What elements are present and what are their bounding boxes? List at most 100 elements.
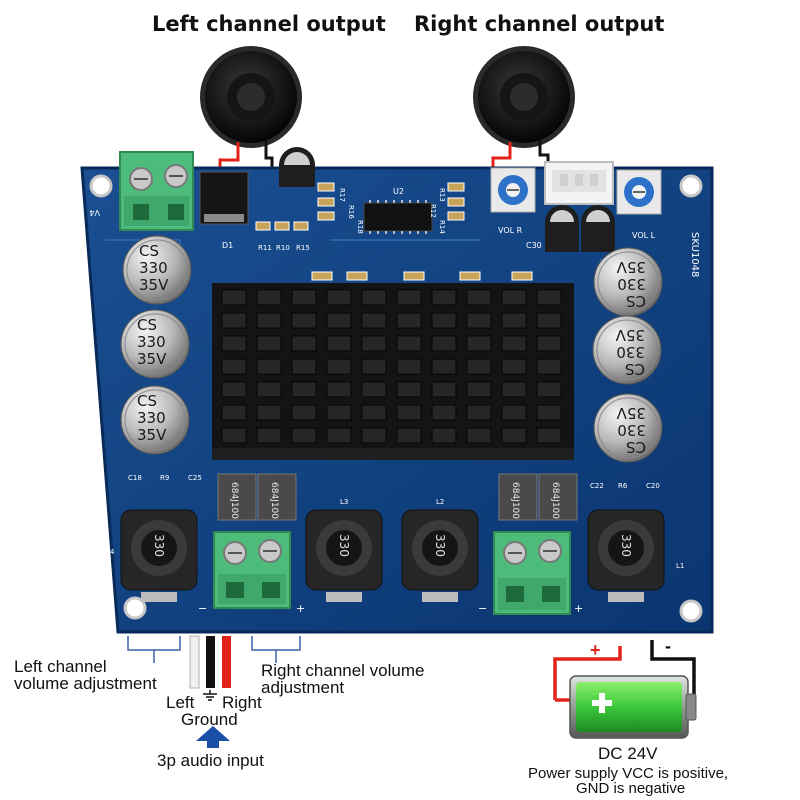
wire-plus-label: + — [590, 640, 601, 660]
heatsink-fin — [536, 404, 562, 421]
film-capacitors — [217, 473, 578, 521]
heatsink-fin — [396, 381, 422, 398]
inductor-label-l2: L2 — [436, 498, 444, 506]
heatsink-fin — [466, 312, 492, 329]
heatsink-fin — [431, 289, 457, 306]
capacitor-text: 35V — [616, 404, 646, 422]
right-output-terminal — [493, 531, 571, 615]
inductors: 330 330 330 330 — [120, 509, 665, 602]
inductor: 330 — [587, 509, 665, 602]
film-cap-label-3: 684J100 — [510, 482, 520, 519]
heatsink-fin — [256, 381, 282, 398]
capacitor-text: 330 — [616, 343, 645, 361]
heatsink-fin — [536, 427, 562, 444]
res-label-r11: R11 — [258, 244, 272, 252]
heatsink-fin — [536, 312, 562, 329]
right-terminal-minus: − — [478, 602, 487, 615]
res-label-r16: R16 — [347, 205, 355, 219]
heatsink-fin — [501, 289, 527, 306]
left-volume-bracket — [127, 636, 181, 663]
heatsink-fin — [431, 427, 457, 444]
res-label-c18: C18 — [128, 474, 142, 482]
res-label-r10: R10 — [276, 244, 290, 252]
heatsink-fin — [256, 404, 282, 421]
left-output-terminal — [213, 531, 291, 609]
res-label-r14: R14 — [438, 220, 446, 234]
capacitor-text: 330 — [139, 259, 168, 277]
heatsink-fin — [501, 404, 527, 421]
heatsink-fin — [221, 312, 247, 329]
left-speaker-icon — [200, 46, 302, 148]
heatsink-fin — [396, 404, 422, 421]
inductor-text: 330 — [337, 534, 351, 557]
heatsink-fin — [431, 312, 457, 329]
c30-label: C30 — [526, 241, 542, 250]
power-note-line1: Power supply VCC is positive, — [528, 765, 729, 782]
inductor-text: 330 — [619, 534, 633, 557]
heatsink-fin — [466, 358, 492, 375]
right-channel-title: Right channel output — [414, 12, 665, 36]
capacitor-text: CS — [137, 392, 157, 410]
power-terminal — [119, 151, 194, 231]
smd-resistors-top — [255, 182, 533, 281]
vol-r-label: VOL R — [498, 226, 523, 235]
heatsink-fin — [361, 335, 387, 352]
capacitor-text: 35V — [615, 326, 645, 344]
res-label-r9: R9 — [160, 474, 169, 482]
power-note-line2: GND is negative — [576, 780, 686, 797]
left-volume-label-line2: volume adjustment — [14, 674, 157, 693]
heatsink-fin — [431, 404, 457, 421]
capacitor-text: CS — [625, 360, 645, 378]
heatsink-fin — [291, 312, 317, 329]
heatsink-fin — [326, 427, 352, 444]
inductor: 330 — [305, 509, 383, 602]
capacitor-text: 35V — [616, 258, 646, 276]
heatsink-fin — [466, 289, 492, 306]
res-label-r12: R12 — [429, 204, 437, 218]
res-label-r18: R18 — [356, 220, 364, 234]
inductor-label-l1: L1 — [676, 562, 684, 570]
heatsink-fin — [326, 335, 352, 352]
heatsink-fin — [396, 312, 422, 329]
heatsink-fin — [396, 427, 422, 444]
inductor: 330 — [120, 509, 198, 602]
input-arrow-icon — [196, 726, 230, 748]
right-volume-label-line1: Right channel volume — [261, 661, 425, 680]
sku-label: SKU1048 — [689, 232, 700, 277]
heatsink-fin — [501, 358, 527, 375]
heatsink-fin — [256, 289, 282, 306]
left-volume-label-line1: Left channel — [14, 657, 107, 676]
diode-d1 — [199, 171, 249, 225]
audio-input-label: 3p audio input — [157, 751, 264, 770]
u2-label: U2 — [393, 187, 404, 196]
heatsink-fin — [396, 335, 422, 352]
dc-voltage-label: DC 24V — [598, 744, 658, 763]
vol-l-label: VOL L — [632, 231, 656, 240]
ground-symbol-icon — [203, 690, 217, 701]
inductor-text: 330 — [433, 534, 447, 557]
heatsink-fin — [221, 335, 247, 352]
capacitor-text: 330 — [617, 275, 646, 293]
capacitor-text: 35V — [137, 350, 167, 368]
right-speaker-icon — [473, 46, 575, 148]
heatsink-fin — [361, 312, 387, 329]
heatsink-fin — [501, 335, 527, 352]
amplifier-ic-chip — [363, 200, 433, 234]
left-terminal-plus: + — [296, 602, 305, 615]
heatsink-fin — [396, 358, 422, 375]
capacitor-text: CS — [137, 316, 157, 334]
heatsink-fin — [466, 427, 492, 444]
film-cap-label-4: 684J100 — [550, 482, 560, 519]
left-channel-title: Left channel output — [152, 12, 386, 36]
heatsink-fin — [501, 312, 527, 329]
heatsink-fin — [361, 289, 387, 306]
heatsink-fin — [291, 381, 317, 398]
res-label-c25: C25 — [188, 474, 202, 482]
heatsink-fin — [326, 312, 352, 329]
battery-icon — [569, 675, 697, 739]
